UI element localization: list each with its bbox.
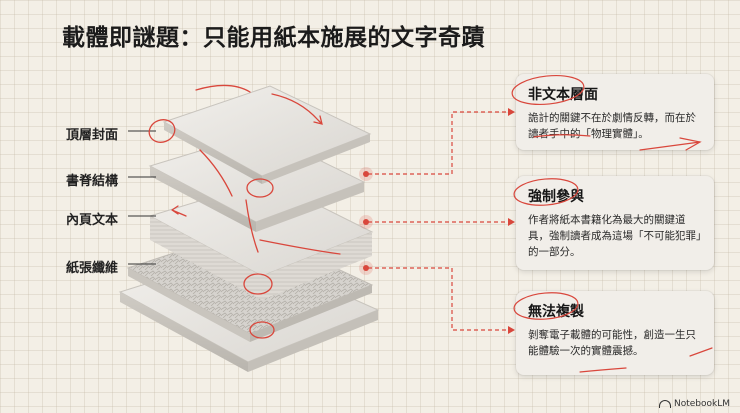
card-non-textual: 非文本層面 詭計的關鍵不在於劇情反轉，而在於 讀者手中的「物理實體」。 — [516, 74, 714, 150]
label-leader-lines — [128, 130, 156, 265]
notebooklm-logo-icon — [658, 400, 671, 408]
page-title: 載體即謎題：只能用紙本施展的文字奇蹟 — [62, 24, 485, 51]
connector-arrowheads — [508, 108, 515, 334]
label-spine-structure: 書脊結構 — [66, 174, 119, 189]
card-non-textual-body: 詭計的關鍵不在於劇情反轉，而在於 讀者手中的「物理實體」。 — [528, 112, 707, 140]
card-non-textual-title: 非文本層面 — [528, 87, 598, 103]
top-cover-layer — [162, 85, 372, 184]
footer-brand: NotebookLM — [658, 399, 730, 409]
brand-label: NotebookLM — [673, 399, 730, 409]
card-irreproducible-title: 無法複製 — [528, 304, 584, 320]
connector-dots — [359, 167, 373, 275]
label-paper-fiber: 紙張纖維 — [66, 261, 119, 276]
red-annotations — [148, 84, 341, 339]
card-irreproducible: 無法複製 剝奪電子載體的可能性，創造一生只能體驗一次的實體震撼。 — [516, 291, 714, 375]
label-inner-text: 內頁文本 — [66, 213, 119, 228]
card-forced-participation-title: 強制參與 — [528, 189, 584, 205]
dashed-connectors — [368, 111, 508, 331]
label-top-cover: 頂層封面 — [66, 128, 119, 143]
card-forced-participation: 強制參與 作者將紙本書籍化為最大的關鍵道具，強制讀者成為這場「不可能犯罪」的一部… — [516, 176, 714, 270]
card-irreproducible-body: 剝奪電子載體的可能性，創造一生只能體驗一次的實體震撼。 — [528, 329, 696, 357]
card-forced-participation-body: 作者將紙本書籍化為最大的關鍵道具，強制讀者成為這場「不可能犯罪」的一部分。 — [528, 214, 702, 258]
